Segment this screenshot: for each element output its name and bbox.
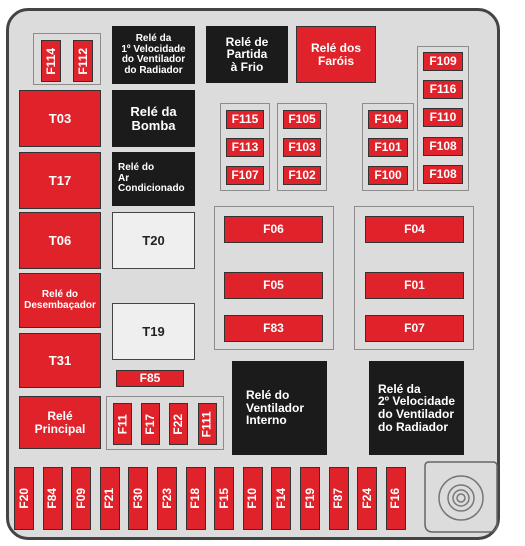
fuse-t31: T31 (19, 333, 101, 388)
fuse-f102: F102 (283, 166, 321, 185)
relay-cold-start: Relé de Partida à Frio (206, 26, 288, 83)
fuse-t06: T06 (19, 212, 101, 269)
fuse-f109: F109 (423, 52, 463, 71)
fuse-f06: F06 (224, 216, 323, 243)
relay-headlights: Relé dos Faróis (296, 26, 376, 83)
fuse-f18-bottom-6: F18 (185, 467, 206, 530)
fuse-f114: F114 (41, 40, 61, 82)
fuse-f83: F83 (224, 315, 323, 342)
fuse-f24-bottom-12: F24 (357, 467, 378, 530)
fuse-f05: F05 (224, 272, 323, 299)
fuse-f17: F17 (141, 403, 160, 445)
fuse-f23-bottom-5: F23 (157, 467, 177, 530)
fuse-f100: F100 (368, 166, 408, 185)
fuse-f01: F01 (365, 272, 464, 299)
fuse-f108-b: F108 (423, 165, 463, 184)
fuse-f107: F107 (226, 166, 264, 185)
fuse-f21-bottom-3: F21 (99, 467, 120, 530)
relay-pump: Relé da Bomba (112, 90, 195, 147)
fuse-t17: T17 (19, 152, 101, 209)
fuse-f04: F04 (365, 216, 464, 243)
relay-2-speed-radiator-fan: Relé da 2º Velocidade do Ventilador do R… (369, 361, 464, 455)
fuse-f22: F22 (169, 403, 188, 445)
fuse-f101: F101 (368, 138, 408, 157)
fuse-f11: F11 (113, 403, 132, 445)
relay-air-conditioning: Relé do Ar Condicionado (112, 152, 195, 206)
fuse-f20-bottom-0: F20 (14, 467, 34, 530)
relay-main: Relé Principal (19, 396, 101, 449)
fuse-f10-bottom-8: F10 (242, 467, 263, 530)
fuse-f19-bottom-10: F19 (300, 467, 320, 530)
fuse-f15-bottom-7: F15 (214, 467, 235, 530)
fuse-f103: F103 (283, 138, 321, 157)
relay-1-speed-radiator-fan: Relé da 1º Velocidade do Ventilador do R… (112, 26, 195, 84)
fuse-f113: F113 (226, 138, 264, 157)
fuse-f30-bottom-4: F30 (128, 467, 149, 530)
fuse-f111: F111 (198, 403, 217, 445)
fuse-f14-bottom-9: F14 (271, 467, 292, 530)
fuse-f105: F105 (283, 110, 321, 129)
fuse-f110: F110 (423, 108, 463, 127)
fuse-f116: F116 (423, 80, 463, 99)
fuse-f104: F104 (368, 110, 408, 129)
relay-defogger: Relé do Desembaçador (19, 273, 101, 328)
fuse-f09-bottom-2: F09 (71, 467, 92, 530)
fuse-f84-bottom-1: F84 (42, 467, 63, 530)
fuse-t03: T03 (19, 90, 101, 147)
relay-internal-fan: Relé do Ventilador Interno (232, 361, 327, 455)
fuse-f16-bottom-13: F16 (385, 467, 406, 530)
fuse-f112: F112 (73, 40, 93, 82)
fuse-f85: F85 (116, 370, 184, 387)
fuse-f87-bottom-11: F87 (328, 467, 349, 530)
fuse-f07: F07 (365, 315, 464, 342)
fuse-f115: F115 (226, 110, 264, 129)
block-t20: T20 (112, 212, 195, 269)
block-t19: T19 (112, 303, 195, 360)
fuse-f108-a: F108 (423, 137, 463, 156)
connector-socket-icon (424, 461, 498, 533)
